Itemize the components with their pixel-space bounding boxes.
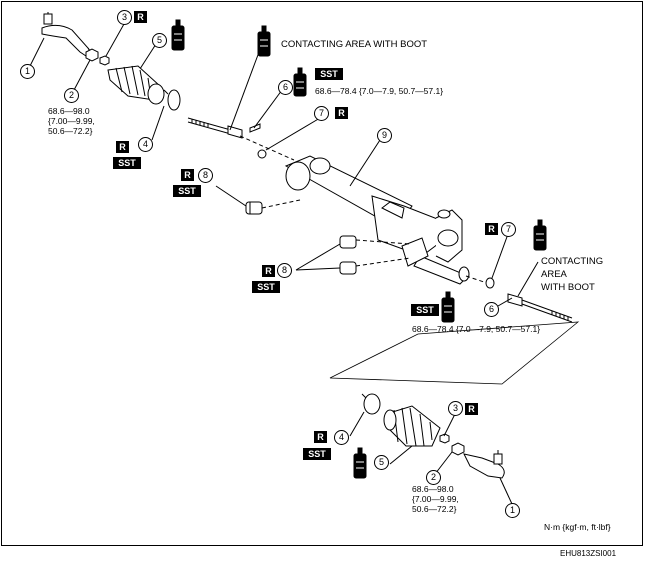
tie-rod-end-upper bbox=[41, 12, 95, 57]
contact-area-label-line2: AREA bbox=[541, 269, 567, 280]
callout-1: 1 bbox=[505, 503, 520, 518]
callout-6: 6 bbox=[278, 80, 293, 95]
tie-rod-end-torque-upper-line2: {7.00—9.99, bbox=[48, 116, 95, 126]
callout-5: 5 bbox=[152, 33, 167, 48]
lock-washer-lower bbox=[485, 277, 495, 289]
callout-7: 7 bbox=[314, 106, 329, 121]
sst-badge: SST bbox=[252, 281, 280, 293]
bushing-right bbox=[339, 235, 411, 275]
callout-8: 8 bbox=[277, 263, 292, 278]
clamp-lower bbox=[361, 393, 381, 415]
clamp-upper bbox=[163, 89, 181, 111]
callout-2: 2 bbox=[64, 88, 79, 103]
replace-badge: R bbox=[116, 141, 129, 153]
tie-rod-end-torque-upper-line1: 68.6—98.0 bbox=[48, 106, 90, 116]
sst-badge: SST bbox=[315, 68, 343, 80]
replace-badge: R bbox=[181, 169, 194, 181]
replace-badge: R bbox=[314, 431, 327, 443]
sst-badge: SST bbox=[411, 304, 439, 316]
tie-rod-torque-upper: 68.6—78.4 {7.0—7.9, 50.7—57.1} bbox=[315, 86, 444, 96]
callout-4: 4 bbox=[138, 137, 153, 152]
contact-area-label-line1: CONTACTING bbox=[541, 256, 604, 267]
tie-rod-end-lower bbox=[463, 450, 505, 479]
tie-rod-end-torque-lower-line2: {7.00—9.99, bbox=[412, 494, 459, 504]
nut-lower bbox=[439, 433, 465, 456]
diagram-frame bbox=[1, 1, 643, 546]
tie-rod-torque-lower: 68.6—78.4 {7.0—7.9, 50.7—57.1} bbox=[412, 324, 541, 334]
replace-badge: R bbox=[485, 223, 498, 235]
callout-2: 2 bbox=[426, 470, 441, 485]
callout-1: 1 bbox=[20, 64, 35, 79]
replace-badge: R bbox=[262, 265, 275, 277]
callout-9: 9 bbox=[377, 128, 392, 143]
replace-badge: R bbox=[134, 11, 147, 23]
sst-badge: SST bbox=[303, 448, 331, 460]
boot-lower bbox=[383, 405, 441, 447]
boot-upper bbox=[107, 65, 165, 105]
callout-3: 3 bbox=[117, 10, 132, 25]
replace-badge: R bbox=[465, 403, 478, 415]
callout-8: 8 bbox=[198, 168, 213, 183]
callout-6: 6 bbox=[484, 302, 499, 317]
tie-rod-lower bbox=[507, 293, 573, 323]
tie-rod-upper bbox=[187, 43, 263, 139]
nut-upper bbox=[85, 48, 110, 66]
callout-4: 4 bbox=[334, 430, 349, 445]
units-legend: N·m {kgf·m, ft·lbf} bbox=[544, 522, 611, 532]
sst-badge: SST bbox=[113, 157, 141, 169]
callout-3: 3 bbox=[448, 401, 463, 416]
replace-badge: R bbox=[335, 107, 348, 119]
grease-tube-icon bbox=[171, 19, 547, 479]
tie-rod-end-torque-lower-line1: 68.6—98.0 bbox=[412, 484, 454, 494]
steering-gear-housing bbox=[284, 155, 470, 285]
bushing-left bbox=[245, 199, 301, 215]
tie-rod-end-torque-upper-line3: 50.6—72.2} bbox=[48, 126, 93, 136]
contact-area-label-line3: WITH BOOT bbox=[541, 282, 595, 293]
figure-code: EHU813ZSI001 bbox=[560, 549, 617, 558]
sst-badge: SST bbox=[173, 185, 201, 197]
callout-7: 7 bbox=[501, 222, 516, 237]
tie-rod-end-torque-lower-line3: 50.6—72.2} bbox=[412, 504, 457, 514]
callout-5: 5 bbox=[374, 455, 389, 470]
lock-washer-upper bbox=[249, 123, 261, 133]
contact-area-label: CONTACTING AREA WITH BOOT bbox=[281, 39, 428, 50]
